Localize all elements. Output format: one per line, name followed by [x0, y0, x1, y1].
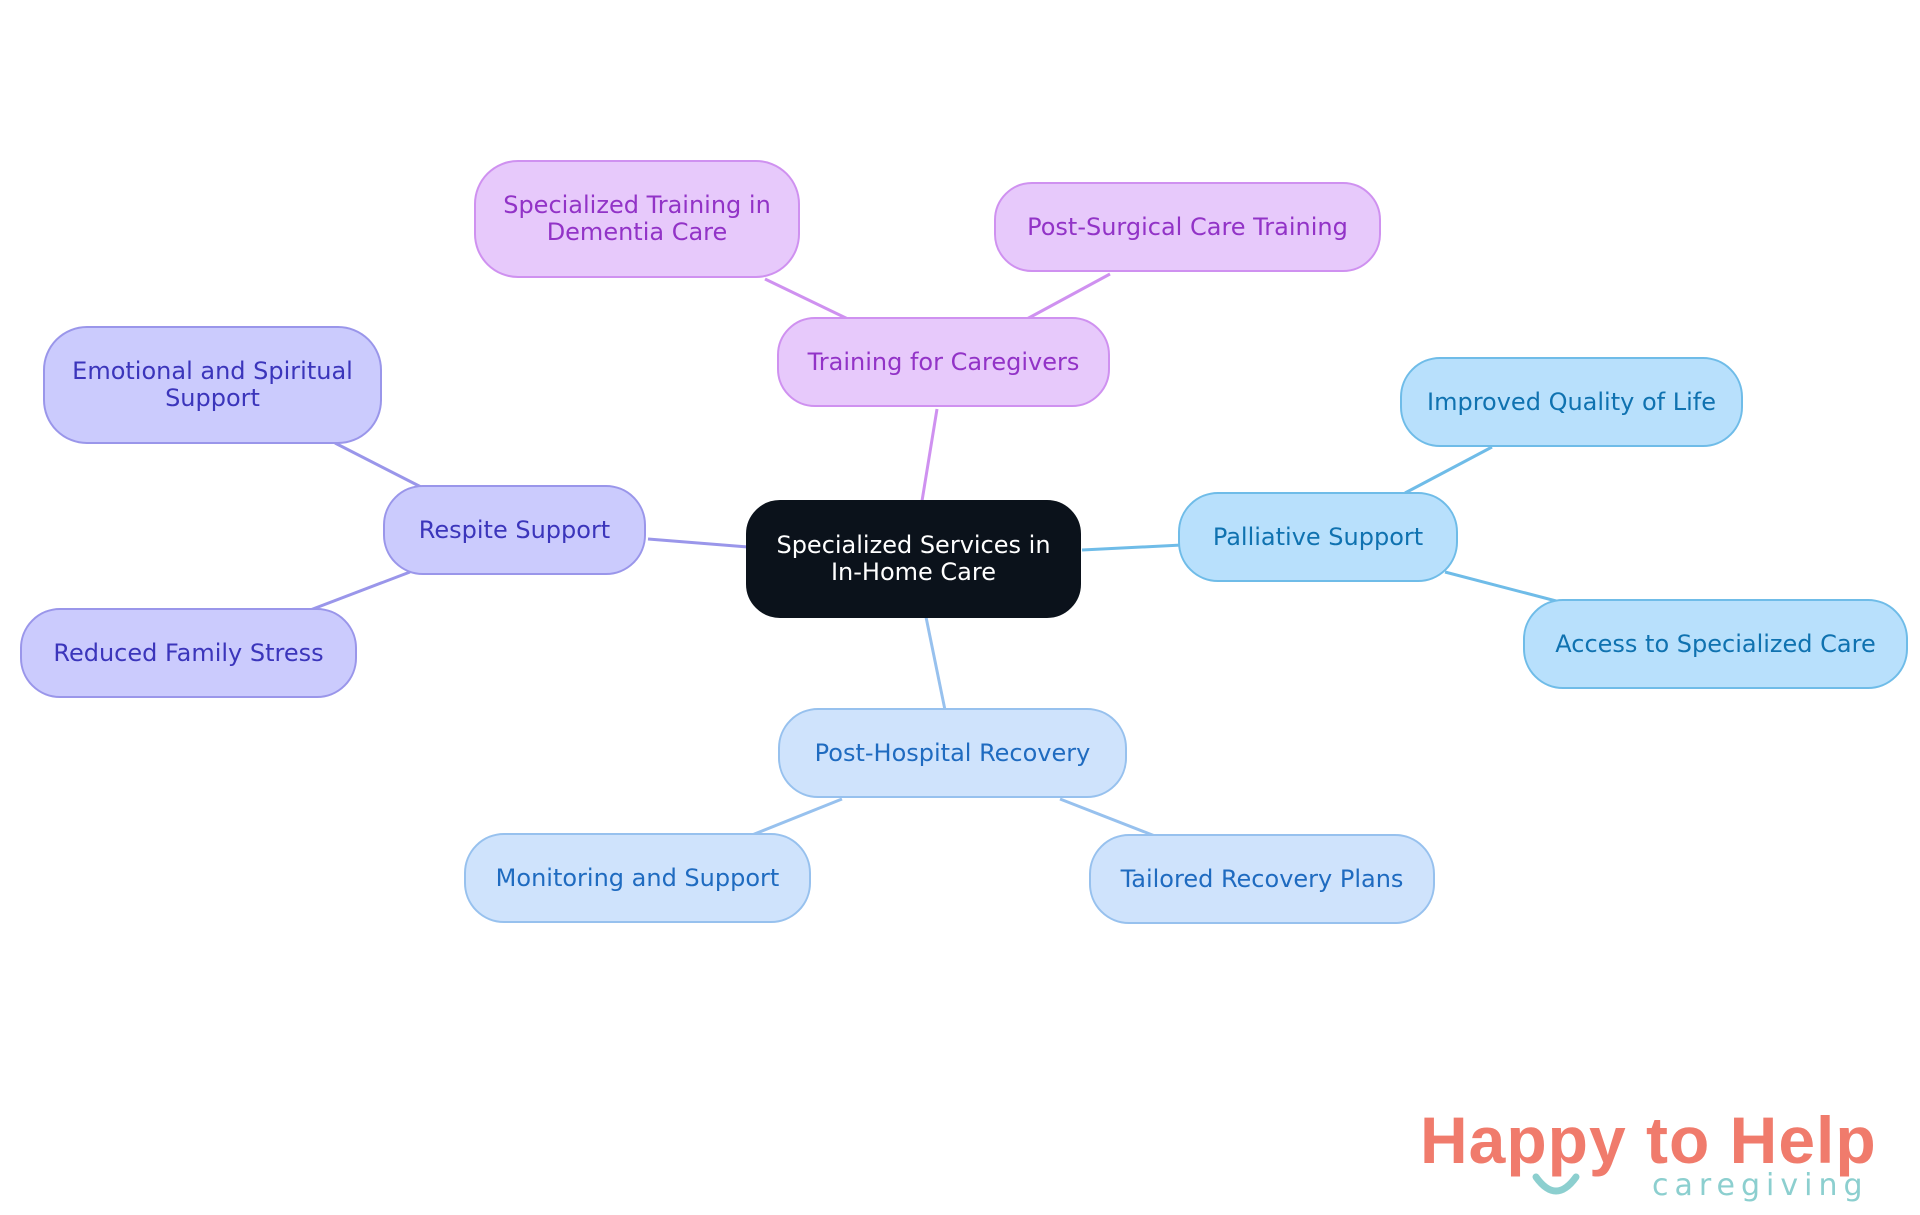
edge-posthospital-monitoring [751, 797, 843, 837]
leaf-access-to-specialized-care[interactable]: Access to Specialized Care [1523, 599, 1908, 689]
leaf-dementia-care-training[interactable]: Specialized Training in Dementia Care [474, 160, 800, 278]
leaf-label: Reduced Family Stress [53, 638, 324, 667]
branch-label: Training for Caregivers [807, 347, 1080, 376]
edge-respite-reduced [304, 570, 411, 614]
branch-palliative-support[interactable]: Palliative Support [1178, 492, 1458, 582]
center-node-label: Specialized Services in In-Home Care [776, 531, 1051, 586]
brand-logo: Happy to Help caregiving [1420, 1103, 1900, 1215]
leaf-label: Tailored Recovery Plans [1120, 864, 1404, 893]
edge-center-posthospital [924, 616, 947, 711]
edge-respite-emotional [334, 441, 426, 491]
branch-label: Respite Support [418, 515, 611, 544]
leaf-label: Post-Surgical Care Training [1027, 212, 1348, 241]
logo-subtitle: caregiving [1652, 1168, 1869, 1203]
leaf-emotional-spiritual-support[interactable]: Emotional and Spiritual Support [43, 326, 382, 444]
edge-center-palliative [1081, 543, 1183, 552]
branch-post-hospital-recovery[interactable]: Post-Hospital Recovery [778, 708, 1127, 798]
branch-respite-support[interactable]: Respite Support [383, 485, 646, 575]
leaf-label: Specialized Training in Dementia Care [503, 191, 771, 246]
leaf-tailored-recovery-plans[interactable]: Tailored Recovery Plans [1089, 834, 1435, 924]
leaf-label: Emotional and Spiritual Support [72, 357, 353, 412]
center-node[interactable]: Specialized Services in In-Home Care [746, 500, 1081, 618]
edge-center-respite [647, 537, 749, 549]
branch-label: Palliative Support [1212, 522, 1424, 551]
branch-training-for-caregivers[interactable]: Training for Caregivers [777, 317, 1110, 407]
leaf-monitoring-and-support[interactable]: Monitoring and Support [464, 833, 811, 923]
edge-posthospital-tailored [1059, 797, 1156, 838]
edge-training-postsurgical [1024, 272, 1111, 322]
edge-palliative-quality [1404, 445, 1493, 495]
leaf-label: Monitoring and Support [495, 863, 780, 892]
leaf-improved-quality-of-life[interactable]: Improved Quality of Life [1400, 357, 1743, 447]
leaf-post-surgical-care-training[interactable]: Post-Surgical Care Training [994, 182, 1381, 272]
leaf-label: Improved Quality of Life [1427, 387, 1716, 416]
edge-palliative-access [1444, 570, 1561, 604]
leaf-reduced-family-stress[interactable]: Reduced Family Stress [20, 608, 357, 698]
smile-icon [1532, 1173, 1580, 1195]
branch-label: Post-Hospital Recovery [814, 738, 1091, 767]
leaf-label: Access to Specialized Care [1555, 629, 1876, 658]
edge-training-dementia [764, 277, 851, 322]
edge-center-training [920, 408, 939, 502]
logo-title: Happy to Help [1420, 1103, 1877, 1177]
